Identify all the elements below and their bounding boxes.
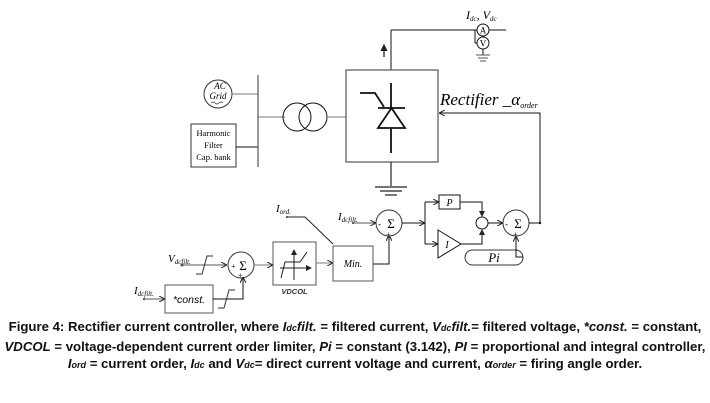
svg-text:Filter: Filter [204, 140, 223, 150]
pi-split-lines [402, 202, 438, 244]
svg-text:I: I [444, 240, 449, 251]
iord-label: Iord. [275, 203, 291, 216]
summing-junction-current: Σ - + [375, 209, 403, 239]
min-block: Min. [332, 245, 374, 282]
vdcfilt-label: Vdcfilt. [168, 253, 191, 266]
svg-text:Harmonic: Harmonic [197, 128, 231, 138]
svg-text:AC: AC [213, 81, 226, 91]
svg-text:Σ: Σ [514, 216, 522, 231]
svg-text:VDCOL: VDCOL [281, 287, 308, 296]
idcfilt-input-label-1: Idcfilt. [337, 211, 358, 224]
limiter-icon [196, 255, 213, 275]
rectifier-alpha-label: Rectifier _αorder [439, 90, 539, 110]
figure-caption: Figure 4: Rectifier current controller, … [4, 319, 706, 371]
dc-output-line [390, 29, 506, 70]
thyristor-icon [360, 83, 407, 153]
rectifier-block [345, 69, 439, 163]
ammeter-icon: A [476, 23, 490, 37]
svg-text:*const.: *const. [173, 294, 205, 306]
svg-text:-: - [505, 219, 508, 229]
svg-text:Pi: Pi [487, 250, 500, 265]
svg-text:Cap. bank: Cap. bank [196, 152, 231, 162]
svg-text:V: V [480, 39, 487, 49]
svg-text:Min.: Min. [343, 259, 363, 270]
meter-label: Idc, Vdc [465, 8, 497, 23]
pi-constant-block: Pi [464, 249, 524, 266]
svg-text:-: - [378, 219, 381, 229]
svg-text:A: A [480, 26, 487, 36]
limiter-icon-2 [218, 289, 235, 309]
i-gain-block: I [437, 229, 462, 259]
iord-line [287, 216, 334, 245]
meter-ground-icon [476, 54, 490, 62]
rectifier-ground-icon [375, 162, 407, 196]
svg-text:Grid: Grid [209, 91, 227, 101]
svg-text:+: + [386, 230, 391, 239]
summing-junction-output: Σ - + [502, 209, 530, 239]
voltmeter-icon: V [476, 36, 490, 50]
svg-text:Σ: Σ [239, 258, 247, 273]
svg-text:Σ: Σ [387, 216, 395, 231]
transformer-icon [282, 102, 328, 132]
rectifier-controller-diagram: A V Idc, Vdc AC Grid Harmonic Filter Cap… [133, 8, 542, 314]
harmonic-filter-box: Harmonic Filter Cap. bank [190, 123, 237, 168]
idcfilt-input-label-2: Idcfilt. [133, 285, 154, 298]
svg-text:+: + [513, 230, 518, 239]
vdcol-block: VDCOL [272, 241, 317, 296]
svg-text:+: + [231, 262, 236, 271]
summing-junction-vdc: Σ + + [227, 251, 255, 280]
svg-text:P: P [445, 198, 452, 209]
p-gain-block: P [438, 194, 461, 210]
svg-text:+: + [238, 271, 243, 280]
const-block: *const. [164, 284, 214, 314]
pi-adder [475, 216, 489, 230]
ac-grid-icon: AC Grid [203, 79, 233, 109]
const-to-sum-line [213, 278, 243, 300]
alpha-feedback-line [440, 113, 541, 223]
